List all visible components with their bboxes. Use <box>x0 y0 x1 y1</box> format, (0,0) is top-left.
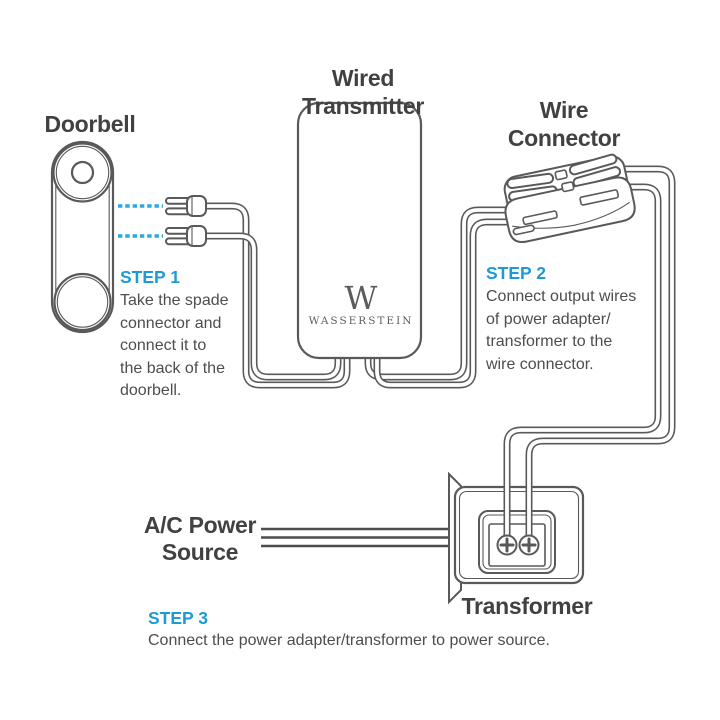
wasserstein-logo-name: WASSERSTEIN <box>308 315 414 327</box>
step1-body: Take the spade connector and connect it … <box>120 292 229 399</box>
wire-doorbell-to-transmitter <box>198 202 351 389</box>
ac-power-lines <box>261 527 452 548</box>
step3-body: Connect the power adapter/transformer to… <box>148 632 550 649</box>
wire-connector-device <box>503 153 636 243</box>
transformer-screw-right <box>518 534 540 556</box>
transformer-device <box>448 471 585 605</box>
connector-lever <box>568 153 618 176</box>
spade-connector-bottom <box>165 225 207 247</box>
doorbell-button <box>53 272 112 332</box>
wire-connector-to-transformer <box>503 165 676 538</box>
doorbell-label: Doorbell <box>44 111 136 137</box>
step2-body: Connect output wires of power adapter/ t… <box>486 288 637 373</box>
transformer-screw-left <box>496 534 518 556</box>
wired-transmitter-body <box>296 101 423 360</box>
wire-connector-label: Wire Connector <box>507 97 621 151</box>
ac-power-source-label: A/C Power Source <box>143 512 257 565</box>
step1-heading: STEP 1 <box>120 267 180 287</box>
doorbell-device <box>50 140 115 334</box>
step2-heading: STEP 2 <box>486 263 546 283</box>
doorbell-camera-lens <box>70 160 95 185</box>
wire-transmitter-to-connector <box>364 206 512 389</box>
step3-heading: STEP 3 <box>148 608 208 628</box>
transformer-label: Transformer <box>461 593 593 619</box>
wired-transmitter-label: Wired Transmitter <box>302 65 424 119</box>
connector-lever <box>506 172 555 190</box>
wasserstein-logo-mark: W <box>344 279 378 317</box>
connection-dotted-lines <box>118 204 163 238</box>
spade-connector-top <box>165 195 207 217</box>
